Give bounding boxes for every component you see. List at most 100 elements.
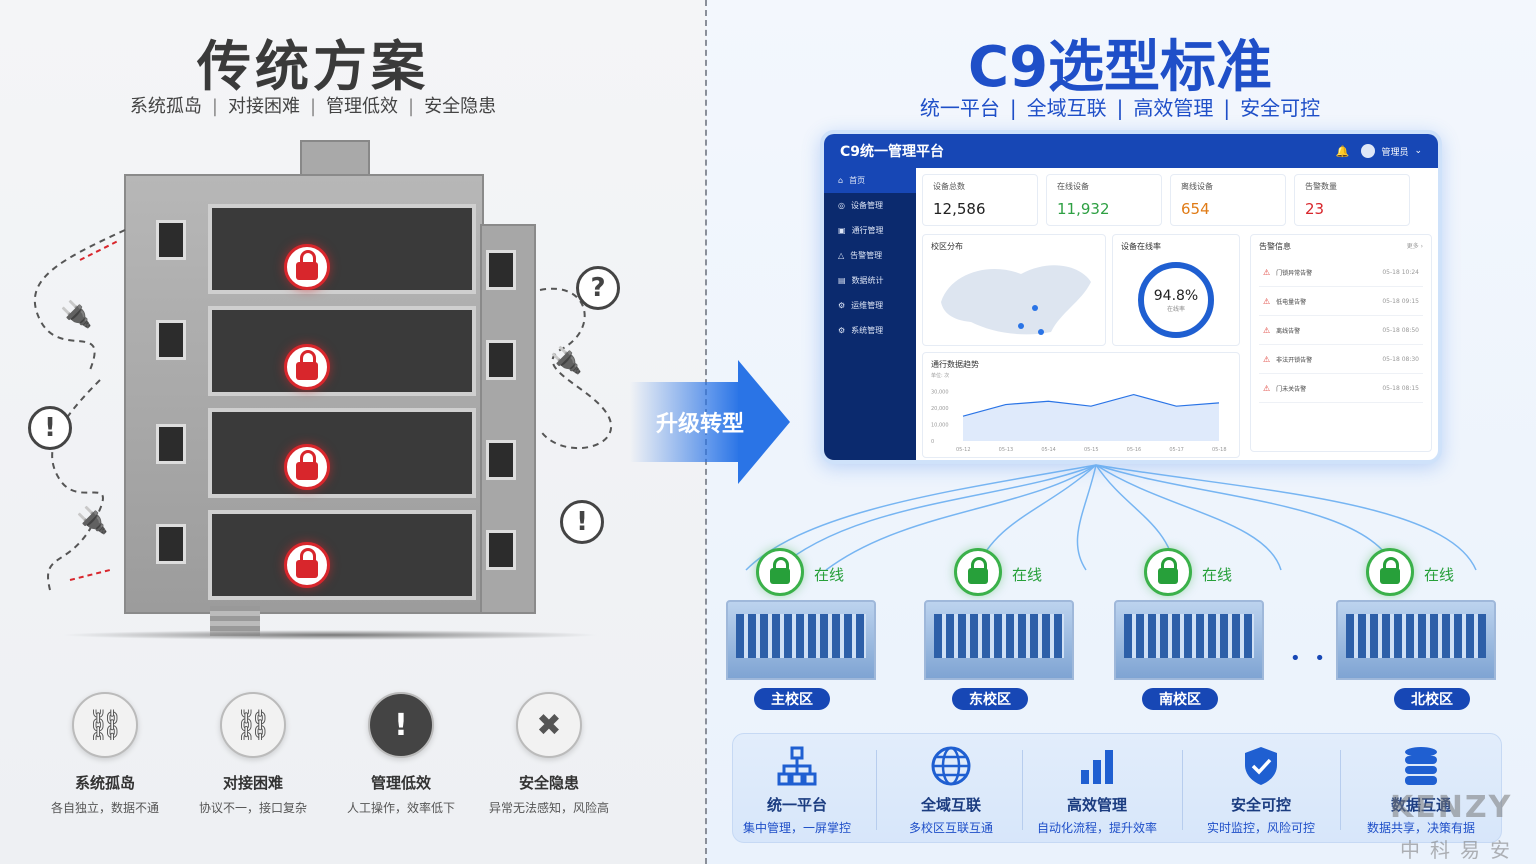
red-lock-icon bbox=[284, 542, 330, 588]
database-icon bbox=[1344, 742, 1498, 790]
device-icon: ◎ bbox=[838, 201, 845, 210]
alarm-icon: △ bbox=[838, 251, 845, 260]
benefit-interconnect: 全域互联 多校区互联互通 bbox=[874, 742, 1028, 836]
user-menu[interactable]: 管理员⌄ bbox=[1361, 144, 1422, 158]
green-lock-icon bbox=[756, 548, 804, 596]
right-subtitle: 统一平台|全域互联|高效管理|安全可控 bbox=[919, 96, 1321, 120]
unplugged-icon: 🔌 bbox=[60, 300, 93, 330]
warning-icon: ⚠ bbox=[1263, 354, 1271, 364]
sidebar-item-alarms[interactable]: △告警管理 bbox=[838, 251, 883, 260]
campus-east[interactable]: 在线 东校区 bbox=[914, 540, 1084, 710]
campus-building bbox=[924, 600, 1074, 680]
campus-south[interactable]: 在线 南校区 bbox=[1104, 540, 1274, 710]
more-link[interactable]: 更多 › bbox=[1406, 243, 1423, 250]
benefits-bar bbox=[732, 733, 1502, 843]
benefit-secure: 安全可控 实时监控，风险可控 bbox=[1184, 742, 1338, 836]
brand-watermark: KENZY bbox=[1390, 790, 1513, 825]
sidebar-item-stats[interactable]: ▤数据统计 bbox=[838, 276, 884, 285]
campus-building bbox=[1114, 600, 1264, 680]
campus-map-card: 校区分布 bbox=[922, 234, 1106, 346]
warning-icon: ⚠ bbox=[1263, 383, 1271, 393]
x-tick-label: 05-18 bbox=[1212, 447, 1227, 453]
x-tick-label: 05-16 bbox=[1127, 447, 1142, 453]
benefit-unified: 统一平台 集中管理，一屏掌控 bbox=[720, 742, 874, 836]
sidebar-item-devices[interactable]: ◎设备管理 bbox=[838, 201, 883, 210]
green-lock-icon bbox=[1366, 548, 1414, 596]
warning-icon: ⚠ bbox=[1263, 296, 1271, 306]
avatar bbox=[1361, 144, 1376, 158]
exclamation-icon: ! bbox=[560, 500, 604, 544]
org-tree-icon bbox=[720, 742, 874, 790]
campus-building bbox=[726, 600, 876, 680]
dashboard-sidebar: ⌂首页 ◎设备管理 ▣通行管理 △告警管理 ▤数据统计 ⚙运维管理 ⚙系统管理 bbox=[824, 168, 916, 460]
sidebar-item-ops[interactable]: ⚙运维管理 bbox=[838, 301, 884, 310]
globe-icon bbox=[874, 742, 1028, 790]
question-icon: ? bbox=[576, 266, 620, 310]
dashboard-title: C9统一管理平台 bbox=[840, 144, 945, 160]
bar-chart-icon bbox=[1020, 742, 1174, 790]
unplugged-icon: 🔌 bbox=[76, 506, 109, 536]
shield-x-icon: ✖ bbox=[516, 692, 582, 758]
exclamation-icon: ! bbox=[368, 692, 434, 758]
shield-check-icon bbox=[1184, 742, 1338, 790]
benefit-efficient: 高效管理 自动化流程，提升效率 bbox=[1020, 742, 1174, 836]
campus-north[interactable]: 在线 北校区 bbox=[1326, 540, 1506, 710]
gear-icon: ⚙ bbox=[838, 326, 846, 335]
x-tick-label: 05-14 bbox=[1041, 447, 1056, 453]
access-icon: ▣ bbox=[838, 226, 846, 235]
map-pin-icon bbox=[1032, 305, 1038, 311]
online-rate-card: 设备在线率 94.8% 在线率 bbox=[1112, 234, 1240, 346]
left-title: 传统方案 bbox=[197, 35, 429, 98]
y-tick-label: 10,000 bbox=[931, 422, 949, 428]
x-tick-label: 05-17 bbox=[1169, 447, 1184, 453]
campus-building bbox=[1336, 600, 1496, 680]
warning-icon: ⚠ bbox=[1263, 325, 1271, 335]
x-tick-label: 05-13 bbox=[999, 447, 1014, 453]
red-lock-icon bbox=[284, 344, 330, 390]
warning-icon: ⚠ bbox=[1263, 267, 1271, 277]
left-feature-risk: ✖ 安全隐患 异常无法感知，风险高 bbox=[474, 692, 624, 816]
home-icon: ⌂ bbox=[838, 176, 844, 185]
y-tick-label: 20,000 bbox=[931, 406, 949, 412]
upgrade-arrow: 升级转型 bbox=[630, 360, 790, 484]
exclamation-icon: ! bbox=[28, 406, 72, 450]
green-lock-icon bbox=[1144, 548, 1192, 596]
green-lock-icon bbox=[954, 548, 1002, 596]
dashboard-header: C9统一管理平台 🔔 管理员⌄ bbox=[824, 134, 1438, 168]
red-lock-icon bbox=[284, 444, 330, 490]
brand-watermark-cn: 中科易安 bbox=[1400, 838, 1520, 862]
series-line bbox=[962, 393, 1220, 417]
left-feature-silo: ⛓ 系统孤岛 各自独立，数据不通 bbox=[30, 692, 180, 816]
campus-main[interactable]: 在线 主校区 bbox=[716, 540, 886, 710]
campus-ellipsis: • • • bbox=[1290, 648, 1354, 669]
x-tick-label: 05-12 bbox=[956, 447, 971, 453]
y-tick-label: 30,000 bbox=[931, 389, 949, 395]
sidebar-item-home[interactable]: ⌂首页 bbox=[824, 168, 916, 193]
map-pin-icon bbox=[1018, 323, 1024, 329]
right-title: C9选型标准 bbox=[967, 35, 1273, 100]
upgrade-label: 升级转型 bbox=[656, 412, 745, 437]
ops-icon: ⚙ bbox=[838, 301, 846, 310]
sidebar-item-access[interactable]: ▣通行管理 bbox=[838, 226, 884, 235]
old-building-illustration bbox=[60, 140, 600, 640]
broken-link-icon: ⛓ bbox=[72, 692, 138, 758]
china-map bbox=[941, 265, 1091, 335]
benefit-data-sharing: 数据互通 数据共享，决策有据 bbox=[1344, 742, 1498, 836]
sidebar-item-system[interactable]: ⚙系统管理 bbox=[838, 326, 884, 335]
series-area bbox=[963, 394, 1219, 441]
stats-icon: ▤ bbox=[838, 276, 846, 285]
dashboard-mockup: C9统一管理平台 🔔 管理员⌄ ⌂首页 ◎设备管理 ▣通行管理 △告警管理 ▤数… bbox=[820, 130, 1442, 464]
map-pin-icon bbox=[1038, 329, 1044, 335]
bell-icon[interactable]: 🔔 bbox=[1335, 144, 1350, 158]
